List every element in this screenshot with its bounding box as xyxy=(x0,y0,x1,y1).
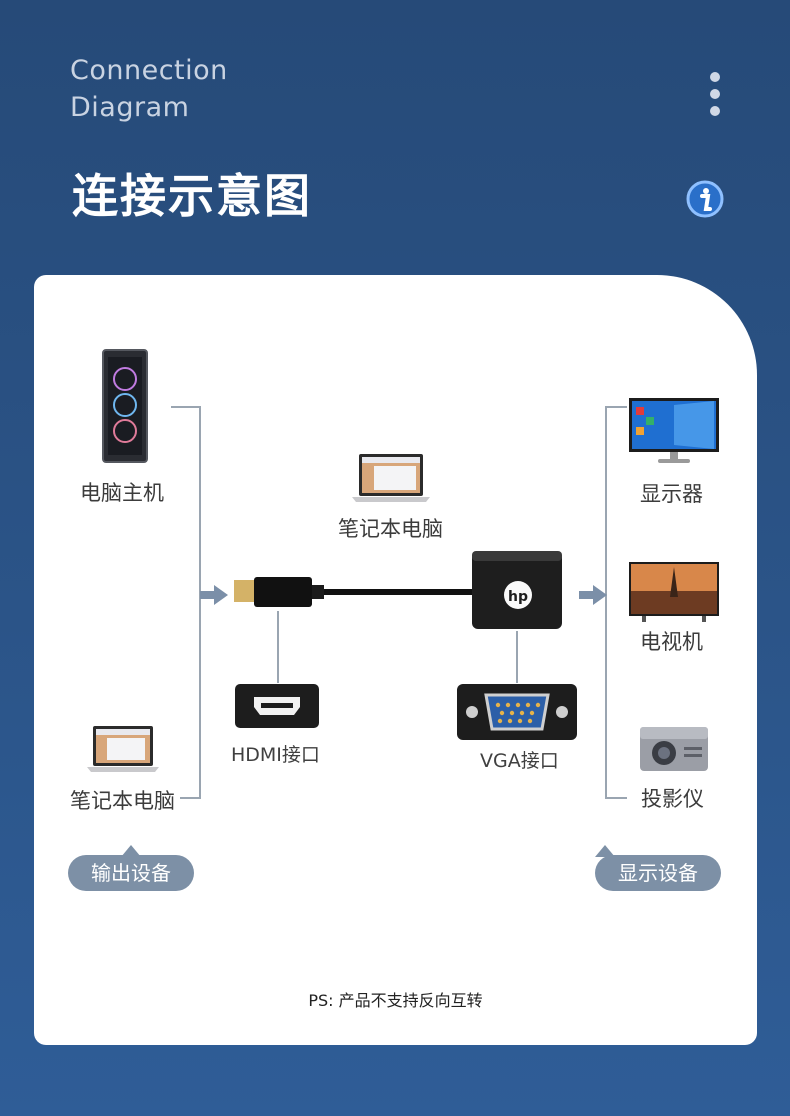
vga-connector-line xyxy=(516,631,518,683)
display-devices-label: 显示设备 xyxy=(618,861,698,885)
laptop-left-label: 笔记本电脑 xyxy=(70,789,175,813)
laptop-icon xyxy=(87,726,159,772)
vga-label: VGA接口 xyxy=(480,750,559,772)
monitor-icon xyxy=(629,398,719,463)
hdmi-vga-adapter: hp xyxy=(234,551,562,629)
bracket-right-bottom xyxy=(605,797,627,799)
output-devices-badge: 输出设备 xyxy=(68,845,194,891)
page-title: 连接示意图 xyxy=(72,169,312,223)
bracket-left-vertical xyxy=(199,406,201,798)
bracket-right-vertical xyxy=(605,406,607,799)
english-heading: Connection Diagram xyxy=(70,52,228,126)
hdmi-port-icon xyxy=(235,684,319,728)
hdmi-connector-line xyxy=(277,611,279,683)
monitor-label: 显示器 xyxy=(640,482,703,506)
display-devices-badge: 显示设备 xyxy=(595,845,721,891)
bracket-top xyxy=(171,406,201,408)
laptop-icon xyxy=(352,454,430,502)
hdmi-label: HDMI接口 xyxy=(231,744,320,766)
tv-label: 电视机 xyxy=(640,630,703,654)
laptop-center-label: 笔记本电脑 xyxy=(338,517,443,541)
output-devices-label: 输出设备 xyxy=(91,861,171,885)
heading-line-1: Connection xyxy=(70,55,228,86)
arrow-right-icon xyxy=(579,585,607,605)
vga-port-icon xyxy=(457,684,577,740)
info-icon[interactable] xyxy=(686,180,724,218)
arrow-right-icon xyxy=(200,585,228,605)
tv-icon xyxy=(629,562,719,622)
svg-text:hp: hp xyxy=(508,589,528,605)
diagram-card: 电脑主机 笔记本电脑 笔记本电脑 hp HDMI接 xyxy=(34,275,757,1045)
bracket-bottom xyxy=(180,797,201,799)
projector-icon xyxy=(640,727,708,771)
projector-label: 投影仪 xyxy=(641,787,704,811)
footnote: PS: 产品不支持反向互转 xyxy=(308,991,483,1010)
bracket-right-top xyxy=(605,406,627,408)
heading-line-2: Diagram xyxy=(70,92,190,123)
more-vertical-icon[interactable] xyxy=(708,72,722,116)
desktop-tower-icon xyxy=(102,349,148,463)
desktop-label: 电脑主机 xyxy=(80,481,164,505)
caret-up-icon xyxy=(121,845,141,857)
caret-up-icon xyxy=(595,845,615,857)
